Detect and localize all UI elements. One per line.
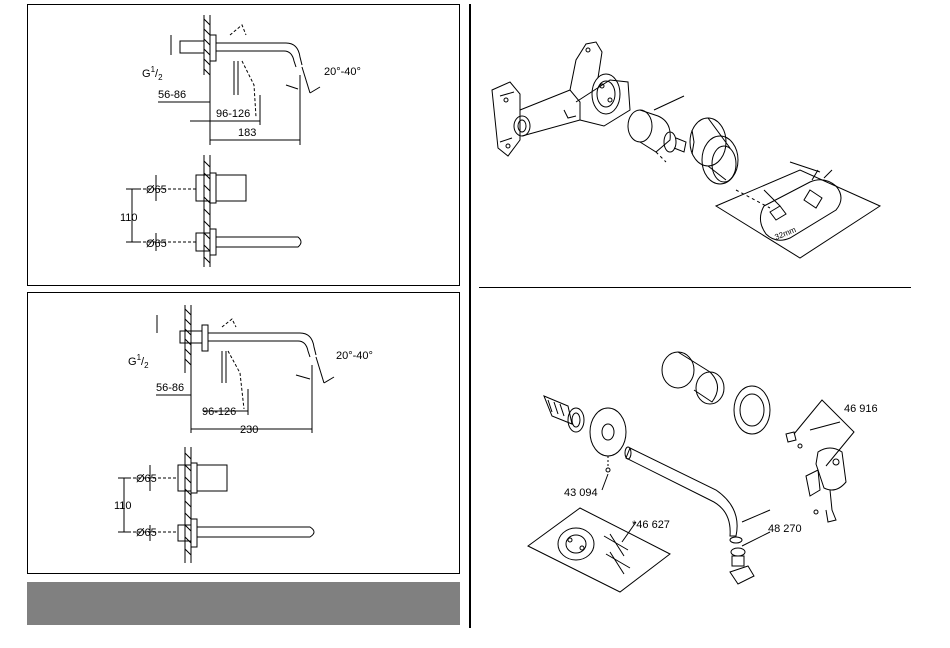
wall-hatch-top — [204, 15, 210, 75]
dimension-panel-230: G1/2 20°-40° 56-86 96-126 230 110 Ø65 Ø6… — [27, 292, 460, 574]
angle-label-230: 20°-40° — [336, 350, 373, 362]
thread-label: G1/2 — [142, 65, 163, 82]
dia-65-lower-label: Ø65 — [146, 238, 167, 250]
dim-230-label: 230 — [240, 424, 258, 436]
wall-hatch-top-230 — [185, 305, 191, 373]
dimension-panel-183: G1/2 20°-40° 56-86 96-126 183 110 Ø65 Ø6… — [27, 4, 460, 286]
dim-110-label: 110 — [120, 212, 138, 224]
extension-sleeve — [690, 118, 738, 184]
concealed-body-exploded-view: 32mm — [480, 30, 910, 280]
lever-rosette — [734, 386, 770, 434]
dim-96-126-label-230: 96-126 — [202, 406, 236, 418]
dim-56-86-label: 56-86 — [158, 89, 186, 101]
mounting-frame — [492, 42, 630, 156]
right-section-divider — [479, 287, 911, 288]
sleeve — [662, 352, 724, 404]
dia-65-upper-label: Ø65 — [146, 184, 167, 196]
dia-65-upper-label-230: Ø65 — [136, 473, 157, 485]
part-48270-label: 48 270 — [768, 523, 802, 535]
cartridge — [628, 96, 686, 152]
part-43094-label: 43 094 — [564, 487, 598, 499]
grey-footer-band — [27, 582, 460, 625]
angle-label: 20°-40° — [324, 66, 361, 78]
dim-96-126-label: 96-126 — [216, 108, 250, 120]
dimension-drawing-183: G1/2 20°-40° 56-86 96-126 183 110 Ø65 Ø6… — [28, 5, 459, 285]
aerator-parts — [730, 537, 754, 584]
wall-hatch-bottom-230 — [185, 447, 191, 563]
dia-65-lower-label-230: Ø65 — [136, 527, 157, 539]
connection-nipple — [544, 396, 584, 432]
wall-hatch-bottom — [204, 155, 210, 267]
dim-183-label: 183 — [238, 127, 256, 139]
dimension-drawing-230: G1/2 20°-40° 56-86 96-126 230 110 Ø65 Ø6… — [28, 293, 459, 573]
part-46627-label: *46 627 — [632, 519, 670, 531]
wrench-tool-box — [716, 162, 880, 258]
page-divider — [469, 4, 471, 628]
thread-label-230: G1/2 — [128, 353, 149, 370]
spout-rosette — [590, 408, 626, 472]
mixer-handle — [786, 432, 846, 522]
trim-set-exploded-view: 46 916 43 094 *46 627 48 270 — [480, 340, 910, 600]
dim-56-86-label-230: 56-86 — [156, 382, 184, 394]
part-46916-label: 46 916 — [844, 403, 878, 415]
dim-110-label-230: 110 — [114, 500, 132, 512]
